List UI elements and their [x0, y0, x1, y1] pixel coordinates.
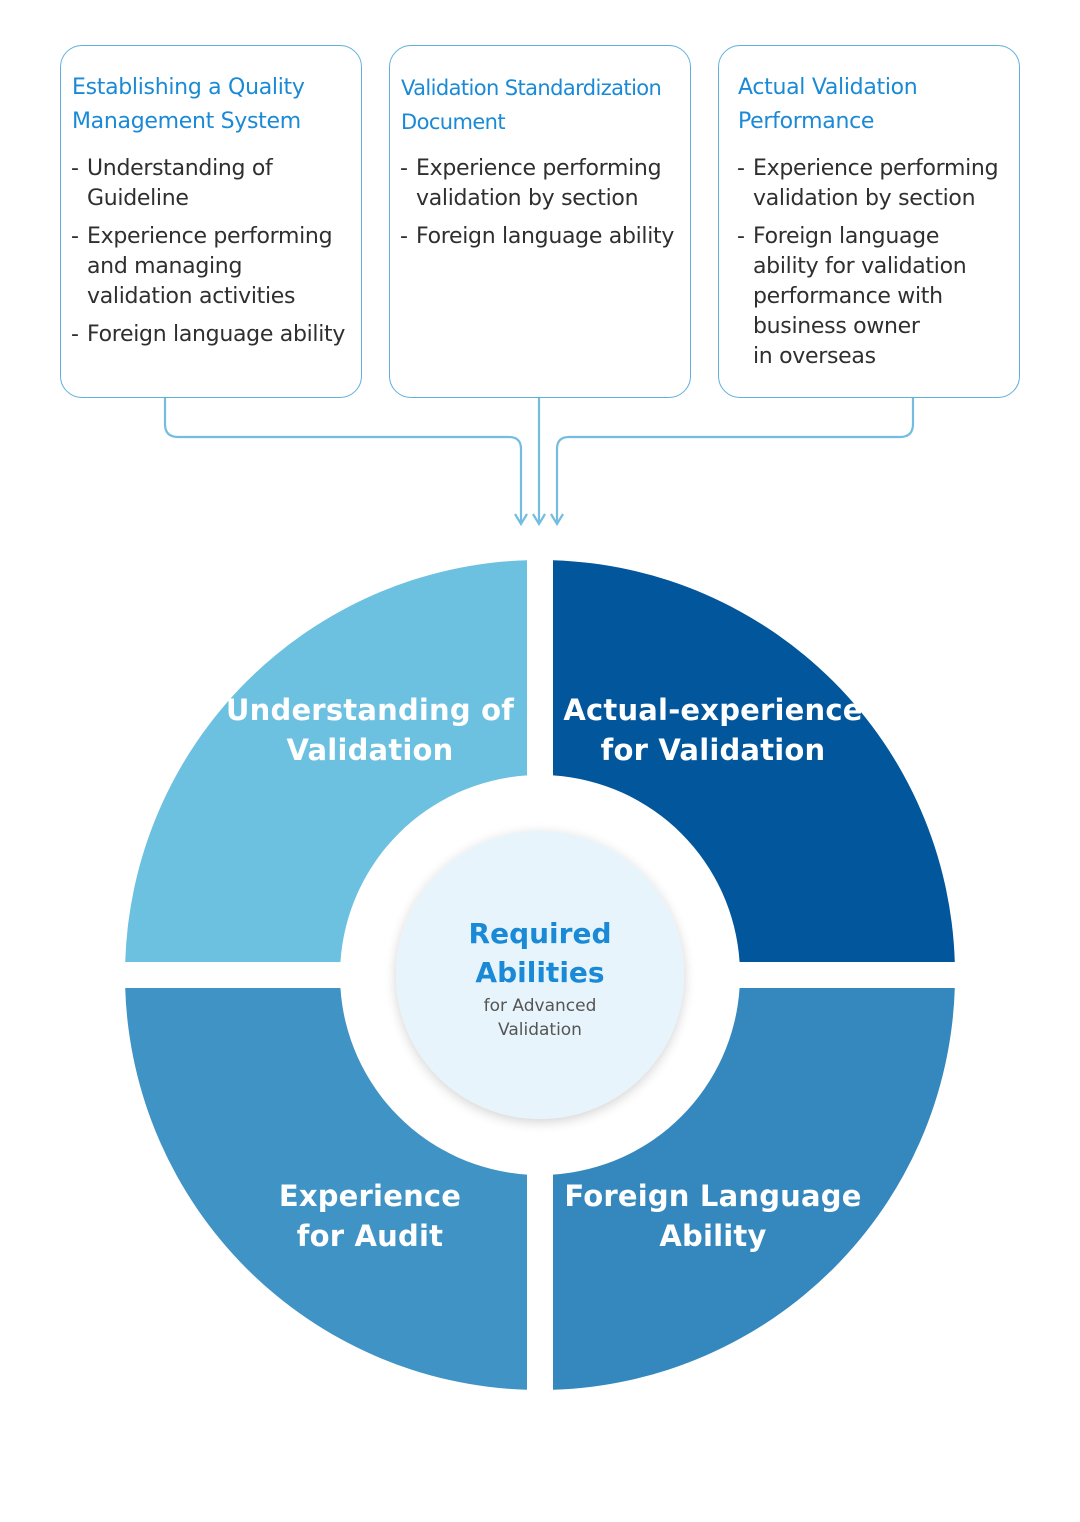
segment-actual-experience	[553, 560, 955, 962]
segment-foreign-language-ability	[553, 988, 955, 1390]
box-title: Establishing a Quality Management System	[72, 75, 305, 134]
arrowhead-icon	[514, 513, 528, 527]
box-list: - Understanding of Guideline - Experienc…	[71, 154, 357, 358]
ring-segments	[125, 560, 955, 1390]
list-item: - Experience performing and managing val…	[71, 224, 333, 309]
box-list: - Experience performing validation by se…	[737, 154, 1015, 380]
arrowhead-icon	[532, 513, 546, 527]
connector-arrows	[163, 398, 915, 527]
segment-understanding-of-validation	[125, 560, 527, 962]
segment-experience-for-audit	[125, 988, 527, 1390]
center-circle	[396, 831, 684, 1119]
segment-label-experience-for-audit: Experience for Audit	[278, 1179, 462, 1253]
list-item: - Foreign language ability	[71, 322, 346, 347]
center-title: Required Abilities	[468, 917, 612, 989]
requirement-box-validation-performance: Actual Validation Performance - Experien…	[718, 45, 1020, 398]
connector-left	[163, 398, 523, 522]
list-item: - Experience performing validation by se…	[737, 156, 999, 211]
segment-label-understanding-of-validation: Understanding of Validation	[225, 693, 515, 767]
center-subtitle: for Advanced Validation	[483, 996, 597, 1040]
box-list: - Experience performing validation by se…	[400, 154, 686, 260]
list-item: - Experience performing validation by se…	[400, 156, 662, 211]
box-title: Validation Standardization Document	[401, 76, 662, 134]
arrowhead-icon	[550, 513, 564, 527]
box-title: Actual Validation Performance	[738, 75, 918, 134]
segment-label-actual-experience: Actual-experience for Validation	[563, 693, 863, 767]
list-item: - Foreign language ability	[400, 224, 675, 249]
requirement-box-standardization-document: Validation Standardization Document - Ex…	[389, 45, 691, 398]
connector-right	[555, 398, 915, 522]
center-label: Required Abilities for Advanced Validati…	[400, 914, 680, 1042]
list-item: - Understanding of Guideline	[71, 156, 273, 211]
list-item: - Foreign language ability for validatio…	[737, 224, 967, 369]
requirement-box-quality-system: Establishing a Quality Management System…	[60, 45, 362, 398]
segment-label-foreign-language-ability: Foreign Language Ability	[564, 1179, 862, 1253]
